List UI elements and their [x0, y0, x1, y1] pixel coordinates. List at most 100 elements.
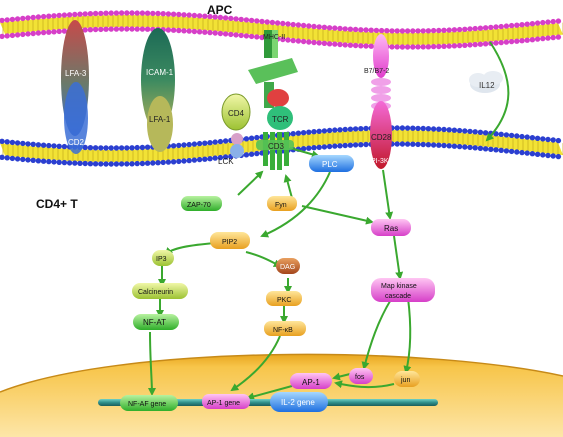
lck-label: LCK [218, 157, 234, 166]
tcell-membrane-head [477, 129, 484, 135]
apc-membrane-head [545, 19, 551, 25]
apc-membrane-head [254, 34, 260, 40]
apc-membrane-head [285, 21, 291, 27]
tcell-membrane-head [82, 160, 88, 167]
apc-membrane-head [92, 10, 99, 17]
apc-membrane-head [134, 26, 140, 32]
il12-cloud [469, 71, 503, 93]
cd3-label: CD3 [268, 142, 285, 151]
apc-membrane-head [524, 21, 530, 27]
tcell-membrane-head [534, 151, 541, 157]
tcell-membrane-head [124, 161, 130, 167]
arrow-fyn-ras [301, 205, 374, 225]
tcell-membrane-head [425, 126, 432, 132]
cd4t-label: CD4+ T [36, 197, 78, 211]
tcell-membrane-head [472, 145, 478, 151]
arrow-zap70-cd3 [237, 170, 264, 196]
apc-membrane-head [40, 29, 47, 36]
apc-membrane-head [243, 17, 250, 23]
tcell-membrane-head [326, 127, 333, 134]
apc-membrane-head [368, 27, 374, 33]
apc-membrane-head [415, 28, 421, 34]
tcell-membrane-head [254, 150, 260, 157]
arrow-ras-mapk [393, 235, 404, 280]
apc-membrane-head [446, 27, 452, 33]
tcell-membrane-head [217, 154, 224, 161]
apc-membrane-head [150, 10, 156, 17]
apc-membrane-head [72, 11, 78, 18]
apc-membrane-head [56, 28, 62, 35]
tcell-membrane-head [118, 161, 125, 167]
tcell-membrane-head [181, 158, 187, 164]
tcell-membrane-head [134, 160, 140, 167]
ap1-node [290, 373, 332, 389]
apc-membrane-head [311, 39, 317, 46]
apc-membrane-head [332, 25, 338, 31]
apc-membrane-head [508, 38, 515, 45]
apc-membrane-head [98, 26, 104, 33]
apc-membrane-head [342, 26, 348, 32]
apc-membrane-head [51, 29, 57, 35]
apc-membrane-head [462, 42, 468, 48]
fyn-label: Fyn [275, 202, 287, 209]
tcell-membrane-head [363, 125, 369, 132]
apc-membrane-head [103, 26, 109, 32]
apc-membrane-head [446, 43, 452, 49]
tcell-membrane-head [467, 144, 473, 151]
tcell-membrane-head [14, 156, 21, 162]
tcell-membrane-head [311, 129, 317, 135]
apc-membrane-tails [0, 15, 563, 45]
jun-label: jun [400, 377, 410, 384]
apc-membrane-head [186, 28, 192, 34]
dag-label: DAG [280, 264, 295, 271]
apc-membrane-head [534, 36, 541, 42]
apc-membrane-head [477, 41, 484, 47]
tcell-membrane-head [358, 126, 364, 132]
apc-membrane-head [321, 40, 328, 46]
tcell-membrane-head [332, 143, 338, 149]
apc-membrane-head [259, 18, 265, 25]
apc-membrane-head [290, 37, 296, 44]
cd2-label: CD2 [68, 138, 85, 147]
apc-membrane-head [30, 14, 36, 21]
calcineurin-node [132, 283, 188, 299]
apc-membrane-head [51, 13, 57, 19]
b7-label: B7/B7-2 [364, 68, 389, 75]
tcell-membrane-head [550, 137, 556, 143]
apc-membrane-head [56, 12, 62, 19]
apc-membrane-head [254, 18, 260, 24]
apc-membrane-head [295, 22, 302, 28]
tcell-membrane-head [82, 144, 88, 151]
apc-membrane-head [129, 26, 135, 32]
apc-membrane-head [493, 24, 499, 30]
arrow-nfat-nfafgene [147, 331, 156, 396]
tcell-membrane-head [342, 126, 348, 133]
tcell-membrane-head [514, 149, 520, 155]
apc-membrane-head [404, 28, 411, 34]
tcell-membrane-head [35, 158, 42, 164]
apc-membrane-head [108, 26, 114, 32]
apc-membrane-head [410, 28, 416, 34]
tcell-membrane-head [222, 154, 229, 160]
apc-membrane-head [300, 22, 307, 29]
tcell-membrane-head [352, 126, 359, 132]
tcell-membrane-head [207, 156, 213, 162]
nfaf-gene-node [120, 395, 178, 411]
tcell-membrane-head [404, 125, 411, 131]
apc-membrane-head [66, 12, 73, 18]
tcell-membrane-head [358, 142, 364, 148]
tcell-membrane-head [20, 140, 26, 147]
tcell-membrane-head [430, 142, 437, 148]
apc-membrane-head [394, 28, 400, 34]
apc-membrane-head [217, 30, 224, 37]
arrow-mapk-fos [361, 297, 393, 370]
apc-membrane-head [519, 38, 525, 44]
tcell-membrane-head [46, 158, 52, 165]
tcell-membrane-head [316, 144, 322, 150]
apc-membrane-head [285, 37, 291, 43]
apc-membrane-head [456, 42, 463, 49]
apc-membrane-head [155, 10, 161, 17]
tcell-membrane-head [503, 132, 510, 138]
apc-membrane-head [326, 41, 333, 47]
tcell-membrane-head [337, 143, 343, 149]
